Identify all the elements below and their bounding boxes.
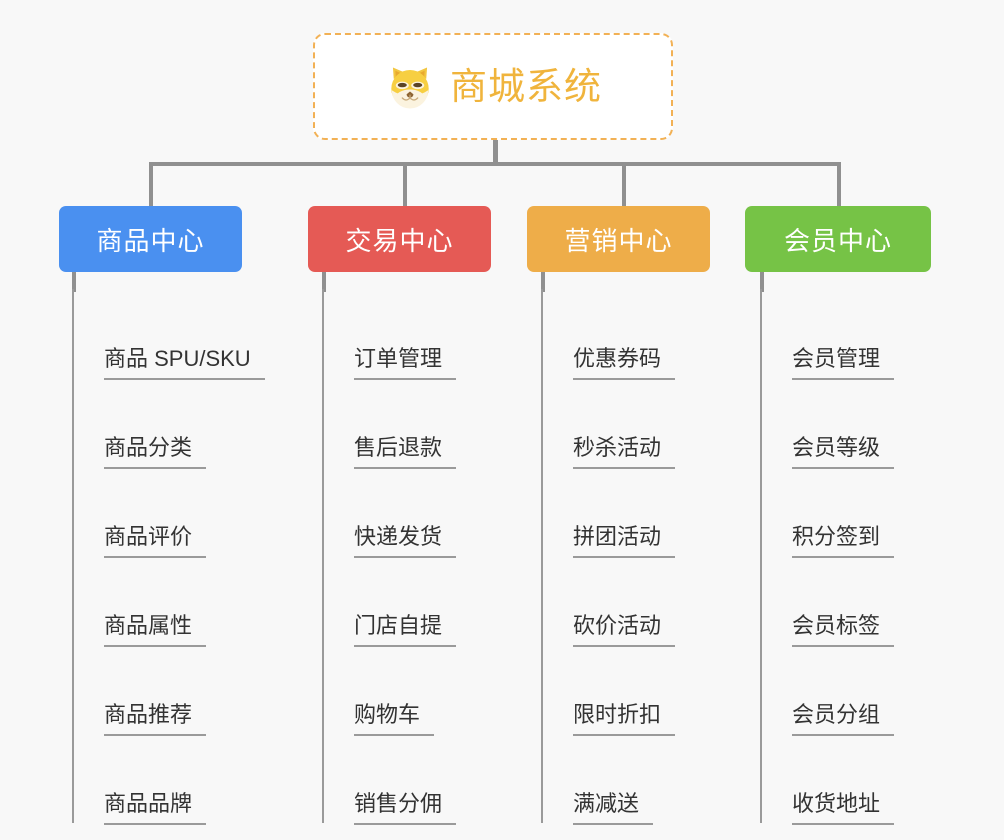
list-item[interactable]: 拼团活动 [541,467,676,558]
leaf-label: 门店自提 [354,613,457,647]
leaf-column-product-center: 商品 SPU/SKU 商品分类 商品评价 商品属性 商品推荐 商品品牌 [72,289,265,825]
list-item[interactable]: 销售分佣 [322,734,457,825]
list-item[interactable]: 收货地址 [760,734,895,825]
leaf-label: 砍价活动 [573,613,676,647]
connector-drop-trade-center [403,162,407,208]
leaf-label: 商品品牌 [104,791,207,825]
leaf-label: 收货地址 [792,791,895,825]
connector-drop-product-center [149,162,153,208]
leaf-column-member-center: 会员管理 会员等级 积分签到 会员标签 会员分组 收货地址 [760,289,895,825]
connector-stub-trade-center [322,272,326,292]
category-box-trade-center[interactable]: 交易中心 [308,206,491,272]
category-box-marketing-center[interactable]: 营销中心 [527,206,710,272]
leaf-label: 购物车 [354,702,435,736]
category-box-member-center[interactable]: 会员中心 [745,206,931,272]
list-item[interactable]: 售后退款 [322,378,457,469]
list-item[interactable]: 限时折扣 [541,645,676,736]
leaf-label: 会员管理 [792,346,895,380]
shiba-inu-face-icon [384,61,436,113]
leaf-label: 商品 SPU/SKU [104,346,265,380]
category-label-trade-center: 交易中心 [345,225,454,256]
list-item[interactable]: 积分签到 [760,467,895,558]
leaf-label: 满减送 [573,791,654,825]
category-label-member-center: 会员中心 [783,225,892,256]
leaf-label: 商品属性 [104,613,207,647]
list-item[interactable]: 商品评价 [72,467,265,558]
list-item[interactable]: 商品属性 [72,556,265,647]
leaf-column-trade-center: 订单管理 售后退款 快递发货 门店自提 购物车 销售分佣 [322,289,457,825]
root-node-title: 商城系统 [450,66,602,107]
list-item[interactable]: 门店自提 [322,556,457,647]
list-item[interactable]: 会员标签 [760,556,895,647]
list-item[interactable]: 商品推荐 [72,645,265,736]
leaf-label: 拼团活动 [573,524,676,558]
list-item[interactable]: 商品分类 [72,378,265,469]
leaf-label: 订单管理 [354,346,457,380]
list-item[interactable]: 砍价活动 [541,556,676,647]
leaf-label: 优惠券码 [573,346,676,380]
category-label-product-center: 商品中心 [96,225,205,256]
leaf-label: 销售分佣 [354,791,457,825]
list-item[interactable]: 会员管理 [760,289,895,380]
list-item[interactable]: 购物车 [322,645,456,736]
leaf-label: 商品分类 [104,435,207,469]
list-item[interactable]: 订单管理 [322,289,457,380]
list-item[interactable]: 商品品牌 [72,734,265,825]
list-item[interactable]: 会员分组 [760,645,895,736]
connector-root-stem [493,140,498,165]
root-node-card[interactable]: 商城系统 [313,33,673,140]
leaf-label: 售后退款 [354,435,457,469]
list-item[interactable]: 会员等级 [760,378,895,469]
leaf-label: 限时折扣 [573,702,676,736]
list-item[interactable]: 商品 SPU/SKU [72,289,265,380]
connector-drop-member-center [837,162,841,208]
category-label-marketing-center: 营销中心 [564,225,673,256]
category-box-product-center[interactable]: 商品中心 [59,206,242,272]
leaf-label: 秒杀活动 [573,435,676,469]
list-item[interactable]: 快递发货 [322,467,457,558]
leaf-label: 会员等级 [792,435,895,469]
leaf-label: 快递发货 [354,524,457,558]
leaf-column-marketing-center: 优惠券码 秒杀活动 拼团活动 砍价活动 限时折扣 满减送 [541,289,676,825]
list-item[interactable]: 秒杀活动 [541,378,676,469]
leaf-label: 商品推荐 [104,702,207,736]
connector-stub-marketing-center [541,272,545,292]
leaf-label: 积分签到 [792,524,895,558]
connector-drop-marketing-center [622,162,626,208]
connector-stub-member-center [760,272,764,292]
leaf-label: 商品评价 [104,524,207,558]
list-item[interactable]: 满减送 [541,734,675,825]
connector-stub-product-center [72,272,76,292]
leaf-label: 会员标签 [792,613,895,647]
list-item[interactable]: 优惠券码 [541,289,676,380]
connector-horizontal-bus [149,162,841,166]
leaf-label: 会员分组 [792,702,895,736]
